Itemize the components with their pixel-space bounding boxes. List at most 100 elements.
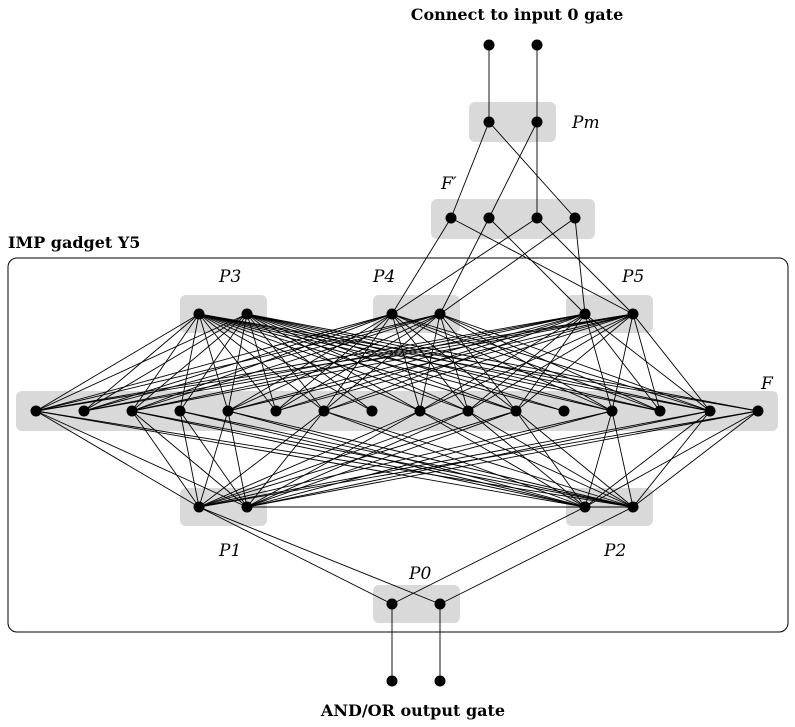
edge <box>391 217 452 315</box>
edge <box>391 506 586 605</box>
edge <box>467 313 634 412</box>
node-fp4 <box>569 212 581 224</box>
node-p0a <box>386 598 398 610</box>
edge <box>83 313 441 412</box>
edge <box>35 410 248 508</box>
edge <box>419 313 634 412</box>
edge <box>131 410 248 508</box>
node-f15 <box>752 405 764 417</box>
node-f5 <box>270 405 282 417</box>
top-label: Connect to input 0 gate <box>411 5 624 24</box>
edge <box>131 313 441 412</box>
edge <box>198 506 441 605</box>
label-p0: P0 <box>408 564 431 584</box>
node-p3a <box>193 308 205 320</box>
node-f0 <box>30 405 42 417</box>
node-f7 <box>366 405 378 417</box>
edge <box>515 313 634 412</box>
gadget-boundary <box>7 257 789 633</box>
edge <box>35 410 634 508</box>
edge <box>131 410 200 508</box>
node-b2 <box>434 675 446 687</box>
label-p3: P3 <box>218 267 241 287</box>
edge <box>391 217 538 315</box>
node-fp2 <box>483 212 495 224</box>
edge <box>131 410 586 508</box>
node-p2a <box>579 501 591 513</box>
edge <box>488 217 586 315</box>
edge <box>488 121 576 219</box>
edge <box>227 410 634 508</box>
edge <box>323 313 634 412</box>
edge <box>35 410 200 508</box>
edge <box>35 313 200 412</box>
node-p4a <box>386 308 398 320</box>
group-box-p0 <box>373 585 460 623</box>
edge <box>179 410 248 508</box>
node-pm1 <box>483 116 495 128</box>
edge <box>35 313 586 412</box>
node-p4b <box>434 308 446 320</box>
edge <box>467 410 634 508</box>
node-f12 <box>606 405 618 417</box>
edge <box>488 121 538 219</box>
node-p5a <box>579 308 591 320</box>
node-p1b <box>241 501 253 513</box>
node-f6 <box>318 405 330 417</box>
label-p1: P1 <box>218 541 241 561</box>
edge <box>323 410 634 508</box>
node-p3b <box>241 308 253 320</box>
edge <box>275 313 634 412</box>
node-b1 <box>386 675 398 687</box>
group-box-pm <box>469 102 556 142</box>
edge <box>419 313 586 412</box>
node-p2b <box>627 501 639 513</box>
node-fp1 <box>445 212 457 224</box>
edge <box>131 410 634 508</box>
edge <box>35 410 586 508</box>
bottom-label: AND/OR output gate <box>320 701 505 720</box>
node-f9 <box>462 405 474 417</box>
node-f2 <box>126 405 138 417</box>
label-pm: Pm <box>571 113 600 133</box>
edge <box>632 410 759 508</box>
node-f4 <box>222 405 234 417</box>
edge <box>227 313 634 412</box>
edge <box>35 313 634 412</box>
edge <box>323 410 586 508</box>
edges <box>35 45 759 681</box>
node-p0b <box>434 598 446 610</box>
edge <box>611 313 634 412</box>
node-pm2 <box>531 116 543 128</box>
node-f10 <box>510 405 522 417</box>
edge <box>450 121 490 219</box>
group-boxes <box>16 102 778 623</box>
edge <box>611 410 634 508</box>
edge <box>227 410 248 508</box>
node-f3 <box>174 405 186 417</box>
edge <box>419 410 634 508</box>
nodes <box>30 39 764 687</box>
edge <box>83 313 634 412</box>
edge <box>198 506 393 605</box>
edge <box>35 313 393 412</box>
edge <box>632 313 711 412</box>
edge <box>439 506 634 605</box>
edge <box>246 410 325 508</box>
gadget-label: IMP gadget Y5 <box>8 233 140 252</box>
edge <box>584 410 613 508</box>
edge <box>83 313 248 412</box>
edge <box>574 217 586 315</box>
node-fp3 <box>531 212 543 224</box>
label-p2: P2 <box>603 541 626 561</box>
node-p1a <box>193 501 205 513</box>
edge <box>515 410 634 508</box>
node-t2 <box>531 39 543 51</box>
edge <box>584 313 613 412</box>
node-f1 <box>78 405 90 417</box>
edge <box>227 313 586 412</box>
node-f14 <box>704 405 716 417</box>
node-f13 <box>654 405 666 417</box>
edge <box>35 313 441 412</box>
